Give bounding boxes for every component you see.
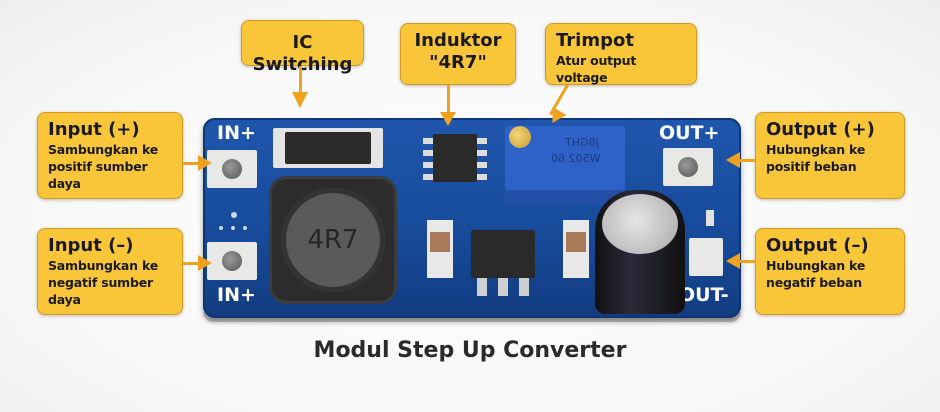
smd-capacitor-1 xyxy=(427,220,453,278)
callout-trimpot-title: Trimpot xyxy=(556,30,634,51)
electrolytic-capacitor xyxy=(595,190,685,314)
arrow-head-output-plus xyxy=(726,152,740,168)
inductor-marking: 4R7 xyxy=(307,225,359,255)
callout-trimpot-subtitle: Atur output voltage xyxy=(556,53,637,85)
callout-ic-switching-title: IC Switching xyxy=(252,32,353,75)
silk-in-minus: IN+ xyxy=(217,284,256,306)
pad-input-positive xyxy=(207,150,257,188)
callout-input-plus-line1: Sambungkan ke xyxy=(48,142,159,157)
via xyxy=(231,226,235,230)
arrow-output-minus xyxy=(738,260,756,263)
callout-induktor: Induktor "4R7" xyxy=(400,23,516,85)
callout-induktor-subtitle: "4R7" xyxy=(429,52,487,73)
arrow-head-ic-switching xyxy=(292,92,308,108)
callout-output-minus: Output (–) Hubungkan ke negatif beban xyxy=(755,228,905,315)
callout-output-minus-title: Output (–) xyxy=(766,235,869,256)
arrow-head-output-minus xyxy=(726,253,740,269)
silk-in-plus: IN+ xyxy=(217,122,256,144)
arrow-induktor xyxy=(447,85,450,115)
silk-out-minus: OUT- xyxy=(679,284,729,306)
callout-output-plus-line1: Hubungkan ke xyxy=(766,142,866,157)
callout-ic-switching: IC Switching xyxy=(241,20,364,75)
callout-induktor-title: Induktor xyxy=(414,30,502,51)
callout-output-plus: Output (+) Hubungkan ke positif beban xyxy=(755,112,905,199)
inductor: 4R7 xyxy=(269,176,397,304)
via xyxy=(231,212,237,218)
diagram-title: Modul Step Up Converter xyxy=(313,338,627,363)
sot-transistor xyxy=(471,230,535,298)
callout-input-minus-line2: negatif sumber daya xyxy=(48,275,153,307)
pad-input-negative xyxy=(207,242,257,280)
callout-input-plus-title: Input (+) xyxy=(48,119,140,140)
callout-input-minus-line1: Sambungkan ke xyxy=(48,258,159,273)
callout-trimpot: Trimpot Atur output voltage xyxy=(545,23,697,85)
callout-input-minus: Input (–) Sambungkan ke negatif sumber d… xyxy=(37,228,183,315)
via xyxy=(243,226,247,230)
arrow-input-plus xyxy=(183,162,201,165)
arrow-head-input-plus xyxy=(198,155,212,171)
callout-output-plus-line2: positif beban xyxy=(766,159,857,174)
smd-diode xyxy=(273,128,383,168)
trimpot-marking-1: J8GHT xyxy=(565,136,599,149)
pad-output-negative xyxy=(689,238,723,276)
via xyxy=(219,226,223,230)
trimpot-screw xyxy=(509,126,531,148)
pcb-board: IN+ IN+ OUT+ OUT- 4R7 xyxy=(203,118,741,318)
silk-out-plus: OUT+ xyxy=(659,122,720,144)
trimpot: J8GHT W502 60 xyxy=(505,126,625,204)
arrow-head-input-minus xyxy=(198,255,212,271)
callout-output-minus-line2: negatif beban xyxy=(766,275,862,290)
callout-input-minus-title: Input (–) xyxy=(48,235,134,256)
callout-input-plus: Input (+) Sambungkan ke positif sumber d… xyxy=(37,112,183,199)
callout-output-minus-line1: Hubungkan ke xyxy=(766,258,866,273)
arrow-head-induktor xyxy=(440,112,456,126)
pad-output-positive xyxy=(663,148,713,186)
switching-ic xyxy=(421,132,489,184)
smd-resistor xyxy=(706,210,714,226)
smd-capacitor-2 xyxy=(563,220,589,278)
arrow-output-plus xyxy=(738,159,756,162)
callout-input-plus-line2: positif sumber daya xyxy=(48,159,148,191)
callout-output-plus-title: Output (+) xyxy=(766,119,875,140)
arrow-input-minus xyxy=(183,262,201,265)
arrow-ic-switching xyxy=(299,66,302,94)
trimpot-marking-2: W502 60 xyxy=(551,152,601,165)
